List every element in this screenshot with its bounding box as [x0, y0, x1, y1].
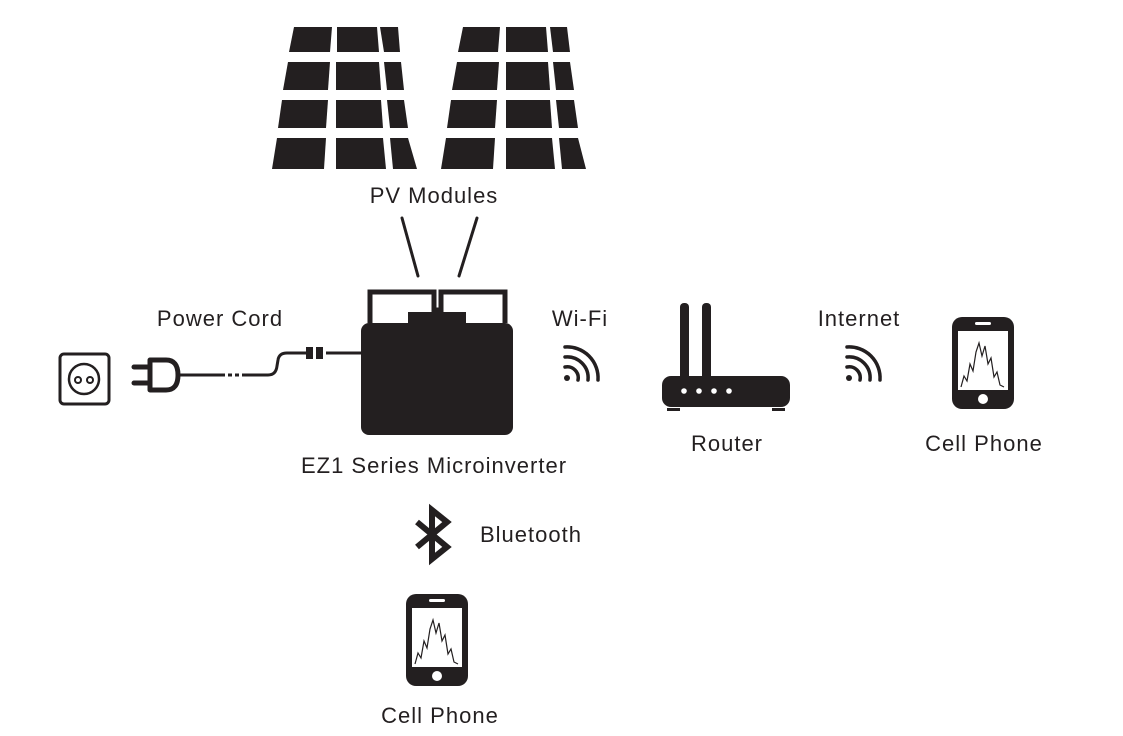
pv-cables — [400, 216, 479, 278]
cord-connector — [306, 347, 323, 359]
pv-modules-label: PV Modules — [370, 183, 499, 208]
internet-label: Internet — [818, 306, 901, 331]
wifi-signal-icon — [845, 345, 882, 382]
router-label: Router — [691, 431, 763, 456]
wifi-signal-icon — [563, 345, 600, 382]
cell-phone-icon — [406, 594, 468, 686]
bluetooth-label: Bluetooth — [480, 522, 582, 547]
wall-socket-icon — [58, 352, 111, 406]
power-cord-label: Power Cord — [157, 306, 283, 331]
router-icon — [662, 303, 790, 411]
cell-phone-bottom-label: Cell Phone — [381, 703, 499, 728]
wifi-label: Wi-Fi — [552, 306, 608, 331]
bluetooth-icon — [415, 503, 452, 566]
power-plug-icon — [131, 357, 181, 393]
solar-panel-icon — [441, 27, 586, 169]
power-cord — [178, 351, 361, 377]
cell-phone-icon — [952, 317, 1014, 409]
cell-phone-right-label: Cell Phone — [925, 431, 1043, 456]
microinverter-icon — [361, 289, 513, 435]
solar-panel-icon — [272, 27, 417, 169]
microinverter-label: EZ1 Series Microinverter — [301, 453, 567, 478]
